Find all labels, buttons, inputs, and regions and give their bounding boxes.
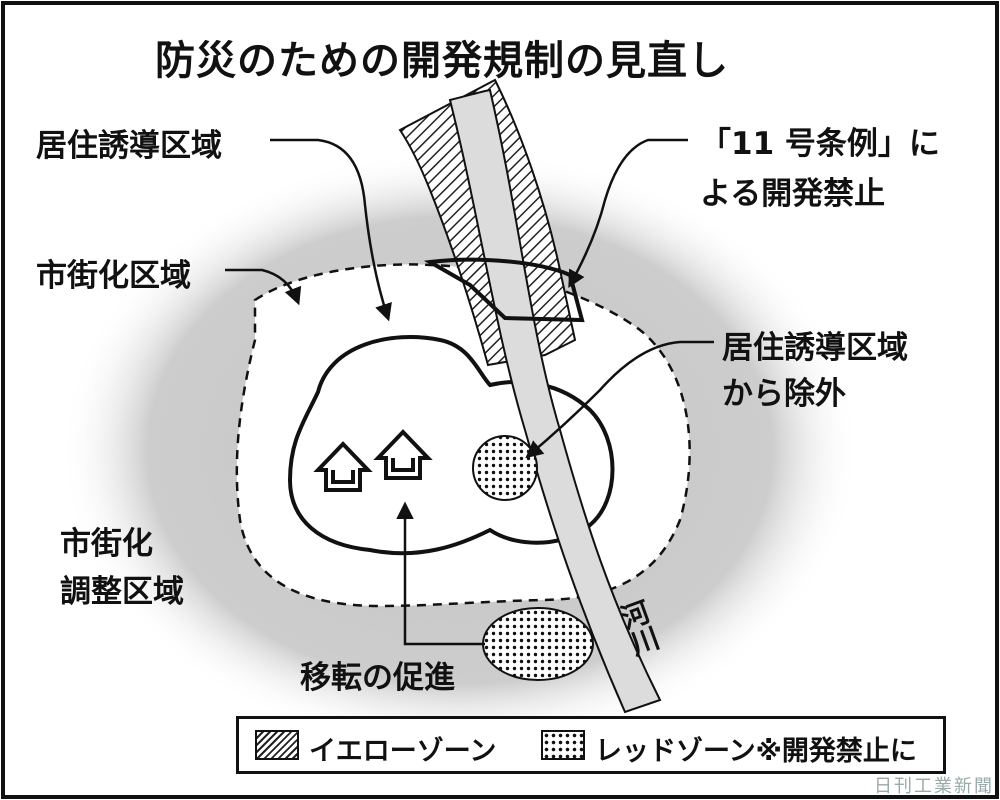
legend: イエローゾーン レッドゾーン※開発禁止に (236, 716, 946, 774)
house-icon (373, 429, 433, 480)
label-residential-induction-zone: 居住誘導区域 (36, 128, 222, 164)
label-urbanization-area: 市街化区域 (36, 258, 191, 294)
leader-urbanization-area (225, 268, 302, 306)
label-urbanization-control-line1: 市街化 (60, 526, 153, 562)
diagram-title: 防災のための開発規制の見直し (155, 38, 729, 84)
leader-residential-zone (270, 138, 392, 322)
leader-relocation (396, 501, 485, 646)
leader-ordinance (568, 138, 688, 289)
legend-swatch-yellow-zone (255, 730, 299, 760)
publisher-credit: 日刊工業新聞 (874, 776, 994, 797)
leader-excluded (525, 340, 714, 459)
legend-label-yellow-zone: イエローゾーン (309, 736, 497, 767)
label-ordinance-line1: 「11 号条例」に (700, 126, 940, 162)
label-excluded-line2: から除外 (722, 376, 846, 412)
legend-label-red-zone: レッドゾーン※開発禁止に (595, 736, 917, 767)
river (448, 88, 662, 714)
label-urbanization-control-line2: 調整区域 (60, 574, 184, 610)
red-zone-outer (482, 607, 594, 681)
label-excluded-line1: 居住誘導区域 (722, 330, 908, 366)
label-ordinance-line2: よる開発禁止 (700, 176, 886, 212)
red-zone-excluded (472, 435, 538, 501)
ordinance-prohibition-area (423, 257, 585, 323)
legend-swatch-red-zone (541, 730, 585, 760)
label-relocation: 移転の促進 (300, 660, 455, 696)
house-icon (313, 441, 373, 492)
